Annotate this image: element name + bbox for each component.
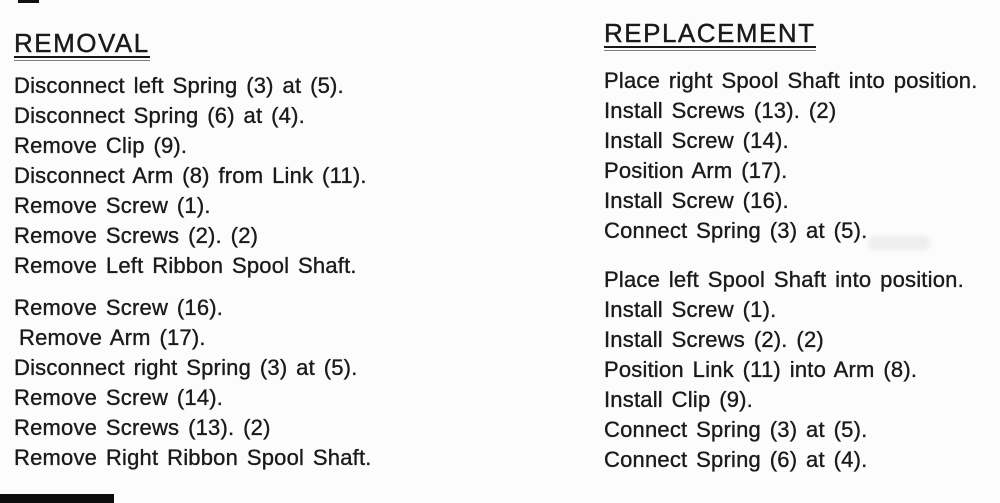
replacement-section-heading: REPLACEMENT xyxy=(604,20,816,51)
replacement-step: Install Screws (13). (2) xyxy=(604,98,837,123)
replacement-step: Connect Spring (6) at (4). xyxy=(604,447,868,472)
replacement-paragraph-2: Place left Spool Shaft into position. In… xyxy=(604,265,964,475)
replacement-step: Install Screws (2). (2) xyxy=(604,327,824,352)
removal-step: Remove Screw (14). xyxy=(14,385,224,410)
removal-step: Disconnect left Spring (3) at (5). xyxy=(14,73,344,98)
replacement-step: Position Link (11) into Arm (8). xyxy=(604,357,918,382)
replacement-step: Install Screw (16). xyxy=(604,188,789,213)
replacement-step: Install Screw (1). xyxy=(604,297,777,322)
scan-artifact-bottom-left-bar xyxy=(0,494,114,503)
replacement-step: Install Clip (9). xyxy=(604,387,753,412)
replacement-step: Place right Spool Shaft into position. xyxy=(604,68,978,93)
removal-paragraph-1: Disconnect left Spring (3) at (5). Disco… xyxy=(14,71,367,281)
replacement-step: Place left Spool Shaft into position. xyxy=(604,267,964,292)
removal-step: Remove Arm (17). xyxy=(19,325,206,350)
removal-step: Remove Clip (9). xyxy=(14,133,188,158)
scan-artifact-smudge xyxy=(868,236,930,250)
removal-step: Remove Screw (16). xyxy=(14,295,224,320)
replacement-paragraph-1: Place right Spool Shaft into position. I… xyxy=(604,66,978,246)
replacement-step: Connect Spring (3) at (5). xyxy=(604,417,868,442)
replacement-heading-text: REPLACEMENT xyxy=(604,18,816,48)
removal-paragraph-2: Remove Screw (16). Remove Arm (17). Disc… xyxy=(14,293,372,473)
replacement-step: Install Screw (14). xyxy=(604,128,789,153)
scan-artifact-top-left xyxy=(18,0,39,3)
replacement-step: Position Arm (17). xyxy=(604,158,788,183)
removal-step: Remove Left Ribbon Spool Shaft. xyxy=(14,253,357,278)
removal-step: Disconnect right Spring (3) at (5). xyxy=(14,355,358,380)
removal-step: Disconnect Spring (6) at (4). xyxy=(14,103,305,128)
removal-heading-text: REMOVAL xyxy=(14,28,150,58)
removal-step: Remove Screw (1). xyxy=(14,193,211,218)
removal-step: Remove Right Ribbon Spool Shaft. xyxy=(14,445,372,470)
removal-section-heading: REMOVAL xyxy=(14,30,150,61)
replacement-step: Connect Spring (3) at (5). xyxy=(604,218,868,243)
removal-step: Disconnect Arm (8) from Link (11). xyxy=(14,163,367,188)
removal-step: Remove Screws (2). (2) xyxy=(14,223,259,248)
removal-step: Remove Screws (13). (2) xyxy=(14,415,271,440)
